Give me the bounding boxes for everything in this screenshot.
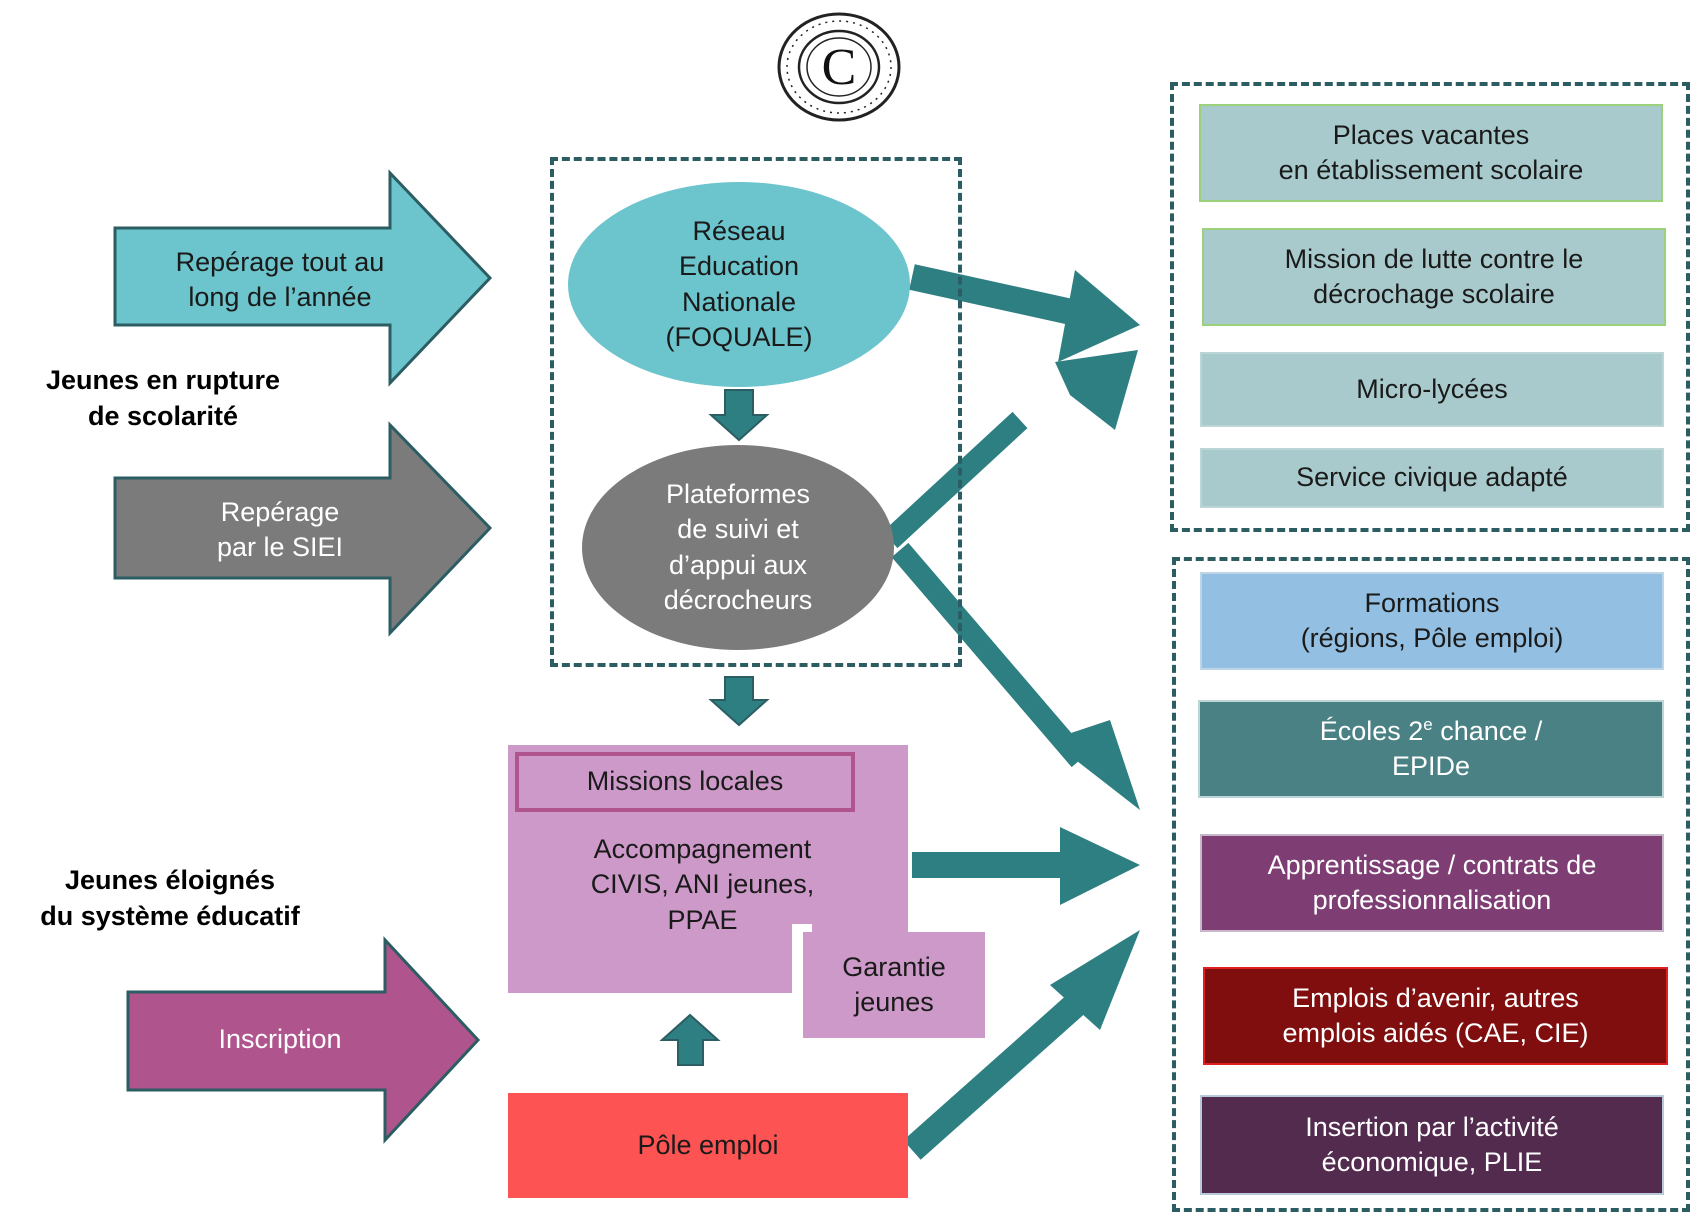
ecoles-label-sup: e <box>1423 714 1433 734</box>
ecoles-2e-chance-box: Écoles 2e chance / EPIDe <box>1198 700 1664 798</box>
logo-seal: C <box>777 12 901 122</box>
accompagnement-label: Accompagnement CIVIS, ANI jeunes, PPAE <box>590 834 815 935</box>
label-jeunes-rupture: Jeunes en rupture de scolarité <box>45 365 281 432</box>
arrow-inscription <box>126 936 481 1144</box>
emplois-avenir-box: Emplois d’avenir, autres emplois aidés (… <box>1203 967 1668 1065</box>
pole-emploi-box: Pôle emploi <box>508 1093 908 1198</box>
school-return-container <box>1170 82 1690 532</box>
places-vacantes-box: Places vacantes en établissement scolair… <box>1199 104 1663 202</box>
service-civique-box: Service civique adapté <box>1200 448 1664 508</box>
formations-box: Formations (régions, Pôle emploi) <box>1200 572 1664 670</box>
plateformes-ellipse: Plateformes de suivi et d’appui aux décr… <box>582 445 894 650</box>
reseau-education-ellipse: Réseau Education Nationale (FOQUALE) <box>568 182 910 387</box>
arrow-reperage-siei <box>113 421 493 637</box>
education-network-container <box>550 157 962 667</box>
text-reperage-siei: Repérage par le SIEI <box>216 496 344 562</box>
logo-letter: C <box>821 38 857 96</box>
arrow-down-reseau-plateformes <box>708 389 770 442</box>
apprentissage-box: Apprentissage / contrats de professionna… <box>1200 834 1664 932</box>
output-arrows <box>882 264 1140 1160</box>
missions-locales-tag: Missions locales <box>515 752 855 812</box>
plateformes-label: Plateformes de suivi et d’appui aux décr… <box>663 479 813 615</box>
arrowhead-plateformes-top <box>1055 350 1138 430</box>
text-inscription: Inscription <box>218 1024 342 1055</box>
insertion-box: Insertion par l’activité économique, PLI… <box>1200 1095 1664 1195</box>
micro-lycees-box: Micro-lycées <box>1200 352 1664 427</box>
label-jeunes-eloignes: Jeunes éloignés du système éducatif <box>40 865 300 932</box>
ecoles-label-b: chance / EPIDe <box>1391 715 1543 781</box>
text-reperage-annee: Repérage tout au long de l’année <box>175 246 385 312</box>
arrow-up-pole-missions <box>659 1013 721 1066</box>
garantie-jeunes-box: Garantie jeunes <box>803 932 985 1038</box>
arrow-down-to-missions <box>708 676 770 727</box>
arrow-reperage-annee <box>113 169 493 387</box>
employment-training-container <box>1172 557 1690 1212</box>
reseau-education-label: Réseau Education Nationale (FOQUALE) <box>665 216 813 352</box>
ecoles-label-a: Écoles 2 <box>1319 715 1424 746</box>
mission-decrochage-box: Mission de lutte contre le décrochage sc… <box>1202 228 1666 326</box>
